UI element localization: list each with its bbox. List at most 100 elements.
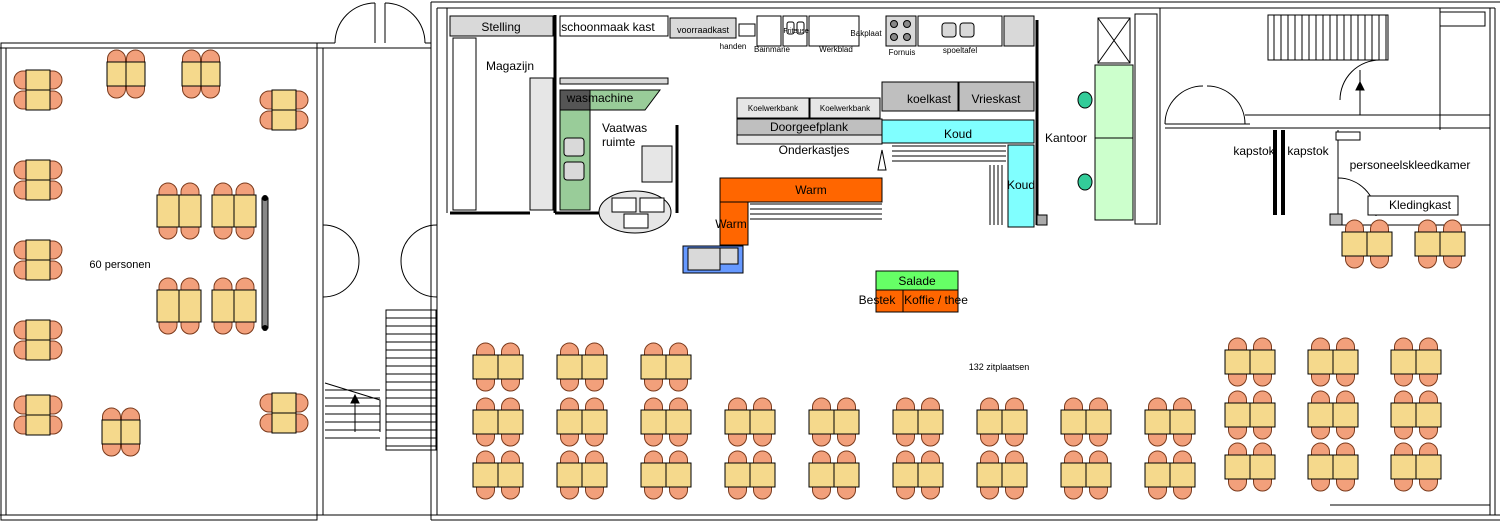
svg-text:schoonmaak kast: schoonmaak kast <box>561 20 655 34</box>
table-group <box>1224 442 1276 492</box>
table-group <box>892 450 944 500</box>
table-group <box>211 182 257 240</box>
table-group <box>1390 337 1442 387</box>
table-group <box>472 397 524 447</box>
svg-text:Koud: Koud <box>1007 178 1035 192</box>
table-group <box>640 342 692 392</box>
svg-text:Koelwerkbank: Koelwerkbank <box>820 104 871 113</box>
table-group <box>472 450 524 500</box>
table-group <box>1307 442 1359 492</box>
stairs <box>324 11 1486 451</box>
table-group <box>1307 390 1359 440</box>
table-group <box>1414 219 1466 269</box>
table-group <box>211 277 257 335</box>
svg-text:Salade: Salade <box>898 274 936 288</box>
table-group <box>13 69 63 111</box>
table-group <box>156 182 202 240</box>
svg-text:Doorgeefplank: Doorgeefplank <box>770 120 849 134</box>
svg-text:Bakplaat: Bakplaat <box>850 29 882 38</box>
table-group <box>1144 397 1196 447</box>
table-group <box>1224 390 1276 440</box>
table-group <box>101 407 141 457</box>
tables <box>13 49 1466 500</box>
fornuis <box>885 15 917 47</box>
doors <box>322 2 1381 298</box>
svg-text:Onderkastjes: Onderkastjes <box>779 143 850 157</box>
svg-text:kapstok: kapstok <box>1233 144 1275 158</box>
svg-text:wasmachine: wasmachine <box>566 91 634 105</box>
table-group <box>1390 442 1442 492</box>
buffet-island: Salade Bestek Koffie / thee <box>859 270 968 313</box>
svg-text:Friteuse: Friteuse <box>783 28 808 35</box>
svg-text:handen: handen <box>720 42 747 51</box>
personnel-area: kapstok kapstok personeelskleedkamer Kle… <box>1233 131 1471 226</box>
stelling <box>449 15 554 37</box>
svg-text:Warm: Warm <box>715 217 747 231</box>
table-group <box>556 397 608 447</box>
kantoor-room: Kantoor <box>1036 13 1158 226</box>
svg-text:kapstok: kapstok <box>1287 144 1329 158</box>
table-group <box>156 277 202 335</box>
table-group <box>640 397 692 447</box>
table-group <box>724 450 776 500</box>
table-group <box>259 392 309 434</box>
cold-section: Koelwerkbank Koelwerkbank Doorgeefplank … <box>736 81 1035 228</box>
table-group <box>724 397 776 447</box>
table-group <box>556 342 608 392</box>
voorraadkast <box>669 17 737 39</box>
table-group <box>13 394 63 436</box>
svg-text:Kledingkast: Kledingkast <box>1389 198 1452 212</box>
magazijn-room: Magazijn <box>452 37 554 211</box>
table-group <box>13 239 63 281</box>
svg-text:Bainmarie: Bainmarie <box>754 45 791 54</box>
table-group <box>181 49 221 99</box>
svg-text:Stelling: Stelling <box>481 20 520 34</box>
schoonmaak-kast <box>559 15 669 37</box>
left-hall-label: 60 personen <box>89 259 150 271</box>
table-group <box>976 397 1028 447</box>
sink <box>738 23 756 37</box>
table-group <box>556 450 608 500</box>
table-group <box>808 450 860 500</box>
svg-text:koelkast: koelkast <box>907 92 952 106</box>
table-group <box>13 319 63 361</box>
table-group <box>1341 219 1393 269</box>
svg-text:Vrieskast: Vrieskast <box>972 92 1022 106</box>
table-group <box>892 397 944 447</box>
table-group <box>1060 450 1112 500</box>
vaatwas-room: wasmachine Vaatwas ruimte <box>559 77 673 234</box>
kitchen-top-row: Stelling schoonmaak kast voorraadkast ha… <box>449 15 1035 57</box>
table-group <box>472 342 524 392</box>
table-group <box>13 159 63 201</box>
table-group <box>976 450 1028 500</box>
svg-text:Koffie / thee: Koffie / thee <box>904 293 968 307</box>
svg-text:Magazijn: Magazijn <box>486 59 534 73</box>
table-group <box>1060 397 1112 447</box>
table-group <box>259 89 309 131</box>
svg-text:Koud: Koud <box>944 127 972 141</box>
svg-text:spoeltafel: spoeltafel <box>943 46 977 55</box>
table-group <box>1144 450 1196 500</box>
table-group <box>640 450 692 500</box>
svg-text:Kantoor: Kantoor <box>1045 131 1087 145</box>
svg-text:voorraadkast: voorraadkast <box>677 25 730 35</box>
warm-section: Warm Warm <box>682 177 883 274</box>
svg-text:Fornuis: Fornuis <box>889 48 916 57</box>
main-hall-label: 132 zitplaatsen <box>969 362 1030 372</box>
table-group <box>1224 337 1276 387</box>
svg-text:Warm: Warm <box>795 183 827 197</box>
vaatwas-label-2: ruimte <box>602 135 636 149</box>
vaatwas-label-1: Vaatwas <box>602 121 647 135</box>
table-group <box>1307 337 1359 387</box>
werkblad <box>808 15 860 47</box>
svg-text:Werkblad: Werkblad <box>819 45 853 54</box>
table-group <box>808 397 860 447</box>
svg-text:Koelwerkbank: Koelwerkbank <box>748 104 799 113</box>
spoeltafel <box>917 15 1003 47</box>
bainmarie <box>756 15 782 47</box>
svg-text:personeelskleedkamer: personeelskleedkamer <box>1350 158 1471 172</box>
svg-text:Bestek: Bestek <box>859 293 897 307</box>
table-group <box>1390 390 1442 440</box>
